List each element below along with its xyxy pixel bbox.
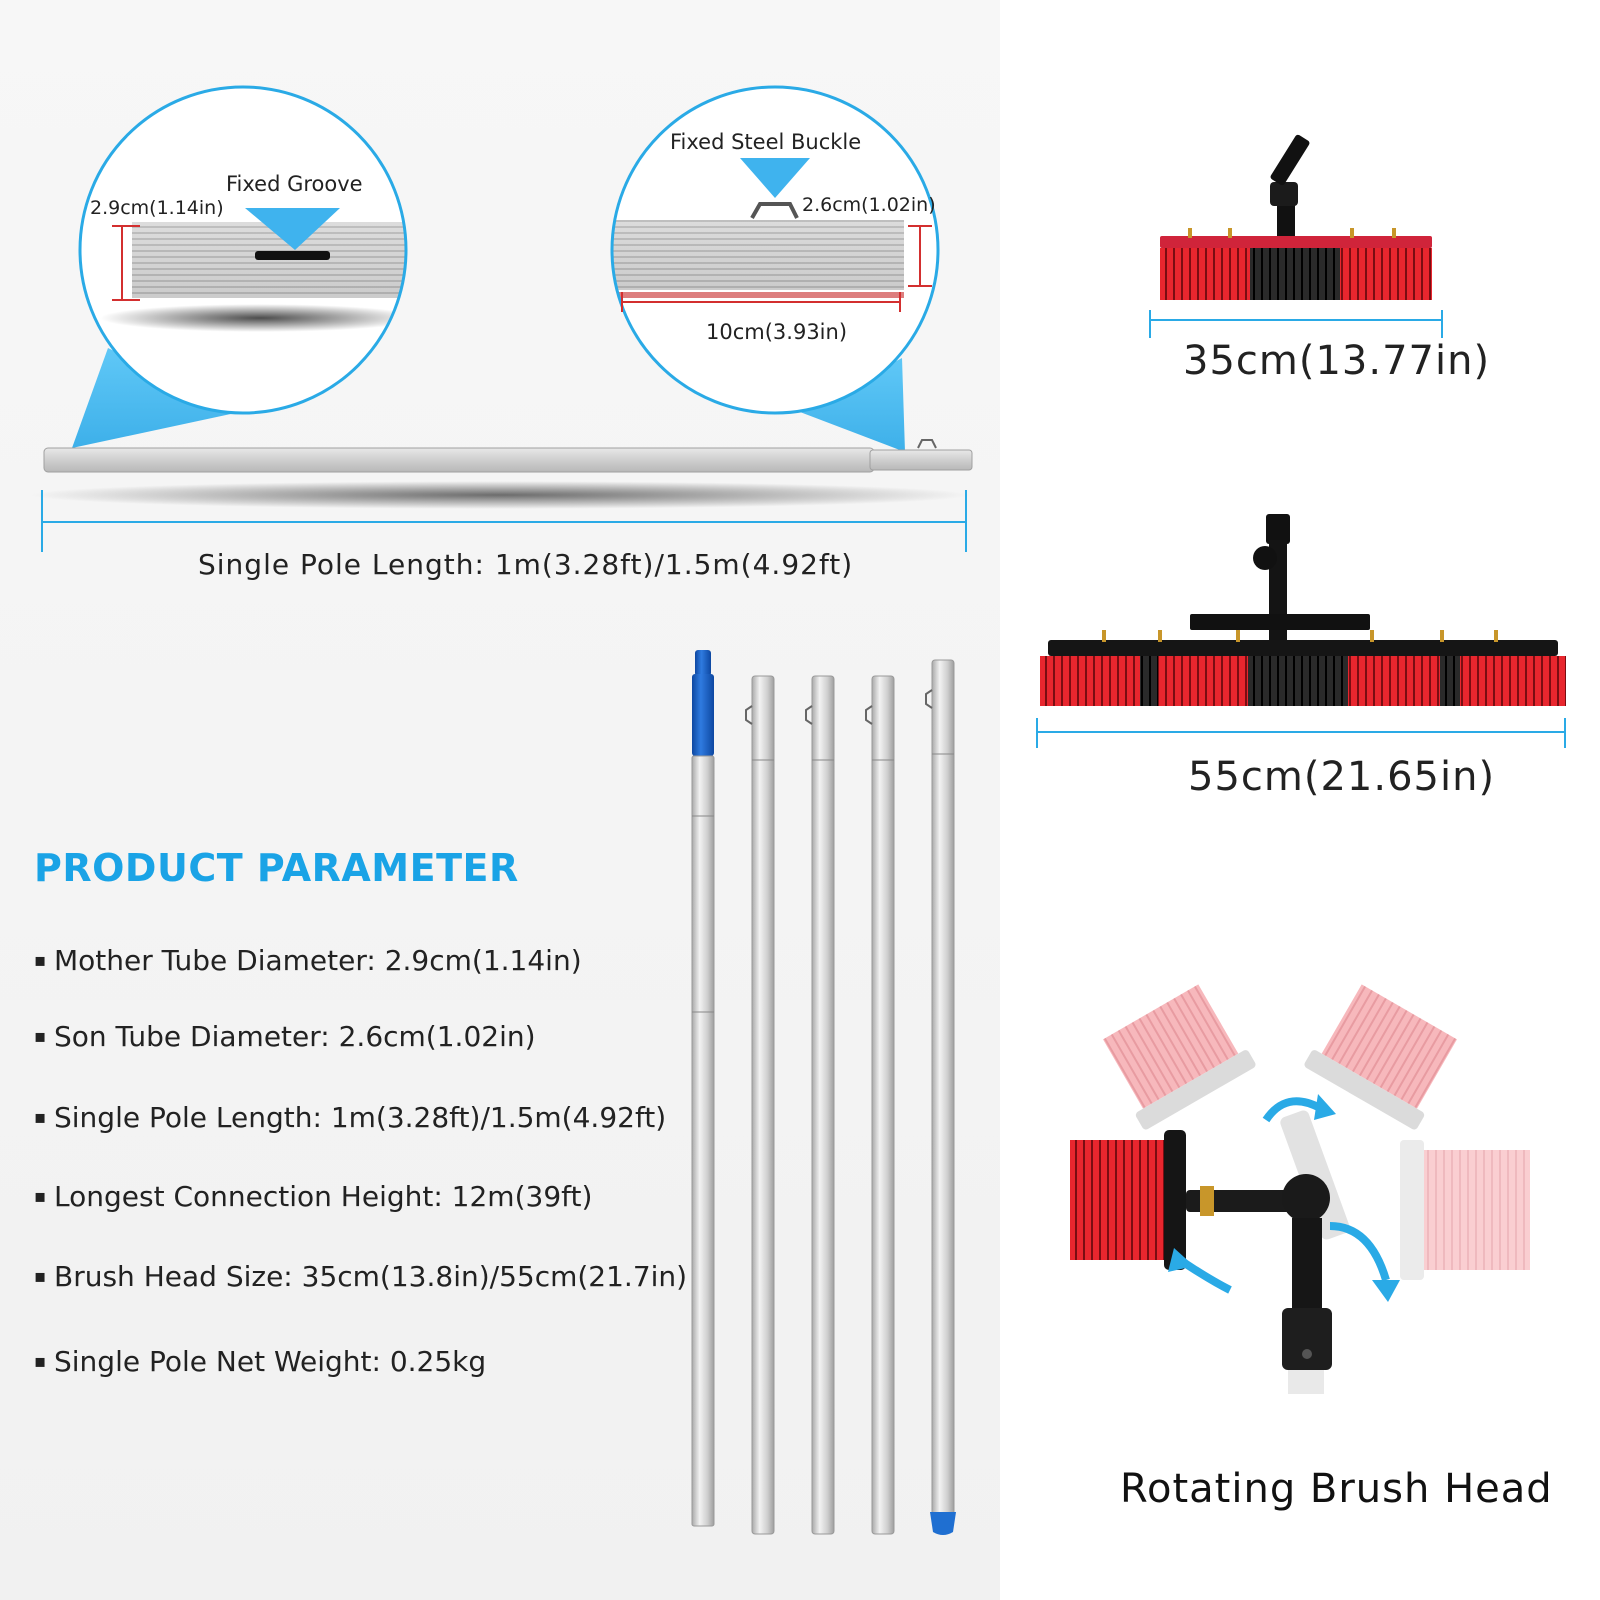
pole-set-illustration [691, 650, 956, 1535]
buckle-length-label: 10cm(3.93in) [706, 320, 848, 344]
param-net-weight: Single Pole Net Weight: 0.25kg [34, 1345, 486, 1378]
panel-divider [1000, 0, 1008, 1600]
pole-length-dimension: Single Pole Length: 1m(3.28ft)/1.5m(4.92… [198, 548, 854, 581]
pole-segment-5 [925, 659, 956, 1535]
rotating-brush-illustration [1070, 984, 1530, 1394]
buckle-diameter-label: 2.6cm(1.02in) [802, 194, 936, 216]
param-mother-tube: Mother Tube Diameter: 2.9cm(1.14in) [34, 944, 582, 977]
pole-segment-4 [865, 675, 895, 1535]
pole-segment-3 [805, 675, 835, 1535]
groove-diameter-label: 2.9cm(1.14in) [90, 197, 224, 219]
large-brush-illustration [1036, 514, 1566, 748]
param-pole-length: Single Pole Length: 1m(3.28ft)/1.5m(4.92… [34, 1101, 666, 1134]
small-brush-size: 35cm(13.77in) [1183, 338, 1491, 384]
pole-segment-2 [745, 675, 775, 1535]
small-brush-illustration [1149, 134, 1443, 338]
pole-callout-illustration [30, 85, 973, 552]
groove-zoom-circle [78, 85, 408, 415]
horizontal-pole [43, 447, 875, 473]
parameter-heading: PRODUCT PARAMETER [34, 846, 519, 890]
groove-zoom-beam [72, 348, 240, 448]
param-brush-size: Brush Head Size: 35cm(13.8in)/55cm(21.7i… [34, 1260, 687, 1293]
param-son-tube: Son Tube Diameter: 2.6cm(1.02in) [34, 1020, 536, 1053]
rotating-brush-caption: Rotating Brush Head [1120, 1466, 1553, 1512]
large-brush-size: 55cm(21.65in) [1188, 754, 1496, 800]
buckle-zoom-circle [610, 85, 940, 415]
buckle-label: Fixed Steel Buckle [670, 130, 862, 154]
param-connection-height: Longest Connection Height: 12m(39ft) [34, 1180, 592, 1213]
buckle-zoom-beam [800, 358, 905, 452]
groove-label: Fixed Groove [226, 172, 363, 196]
